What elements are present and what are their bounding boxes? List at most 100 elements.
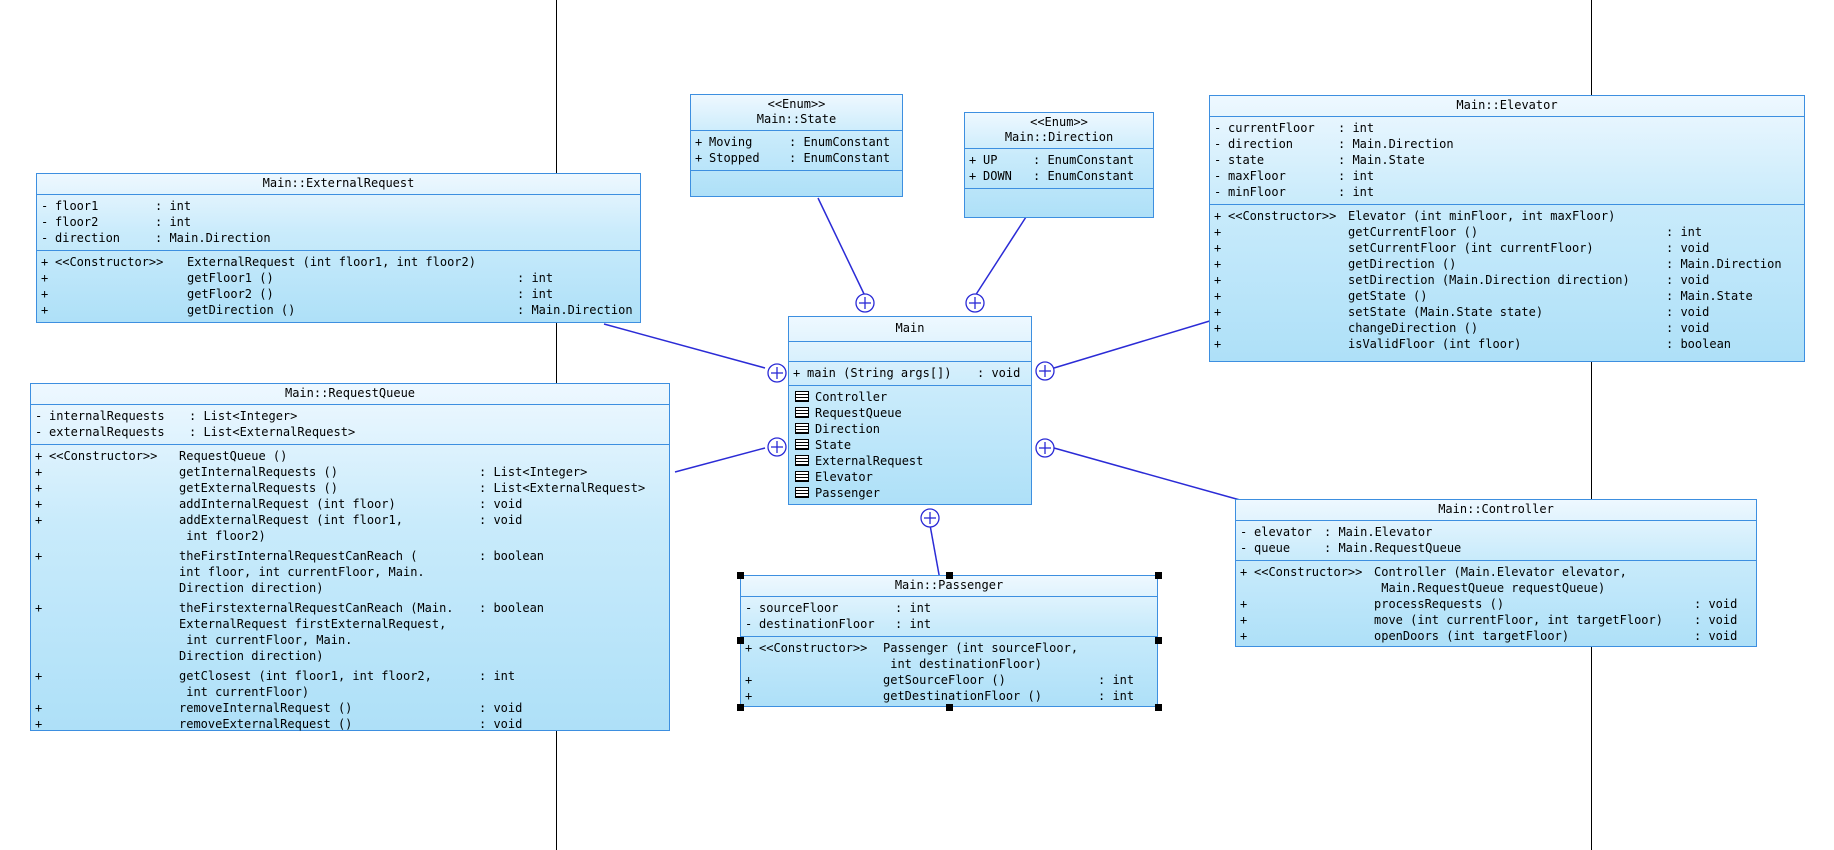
class-name: Main::ExternalRequest	[262, 176, 415, 190]
operation[interactable]: +main (String args[]): void	[793, 366, 1021, 380]
attribute[interactable]: -externalRequests: List<ExternalRequest>	[35, 425, 356, 439]
operation[interactable]: +setCurrentFloor (int currentFloor): voi…	[1214, 241, 1710, 255]
empty-section	[691, 171, 902, 192]
resize-handle-s[interactable]	[946, 704, 953, 711]
operation[interactable]: +getState (): Main.State	[1214, 289, 1753, 303]
operation[interactable]: +getCurrentFloor (): int	[1214, 225, 1703, 239]
resize-handle-ne[interactable]	[1155, 572, 1162, 579]
operation[interactable]: +openDoors (int targetFloor): void	[1240, 629, 1738, 643]
attribute[interactable]: -internalRequests: List<Integer>	[35, 409, 298, 423]
operation[interactable]: +setState (Main.State state): void	[1214, 305, 1710, 319]
attribute[interactable]: -sourceFloor: int	[745, 601, 932, 615]
attribute[interactable]: -state: Main.State	[1214, 153, 1425, 167]
class-header: Main::Controller	[1236, 500, 1756, 521]
attributes-section	[789, 342, 1031, 362]
nested-class-item[interactable]: Passenger	[789, 485, 1027, 501]
nested-class-item[interactable]: RequestQueue	[789, 405, 1027, 421]
operation[interactable]: +<<Constructor>>RequestQueue ()	[35, 449, 288, 463]
attributes-section: -currentFloor: int -direction: Main.Dire…	[1210, 117, 1804, 205]
attribute[interactable]: -floor2: int	[41, 215, 192, 229]
class-main[interactable]: Main +main (String args[]): void Control…	[788, 316, 1032, 505]
operation[interactable]: +isValidFloor (int floor): boolean	[1214, 337, 1732, 351]
nested-class-item[interactable]: ExternalRequest	[789, 453, 1027, 469]
operation[interactable]: +<<Constructor>>Passenger (int sourceFlo…	[745, 641, 1079, 671]
attribute[interactable]: -currentFloor: int	[1214, 121, 1375, 135]
nesting-anchor-passenger-icon	[920, 508, 940, 528]
connector-elevator	[1053, 319, 1214, 369]
class-elevator[interactable]: Main::Elevator -currentFloor: int -direc…	[1209, 95, 1805, 362]
operation[interactable]: +setDirection (Main.Direction direction)…	[1214, 273, 1710, 287]
operation[interactable]: +<<Constructor>>ExternalRequest (int flo…	[41, 255, 476, 269]
enum-literal[interactable]: +UP: EnumConstant	[969, 153, 1135, 167]
nested-class-icon	[795, 487, 809, 498]
class-request-queue[interactable]: Main::RequestQueue -internalRequests: Li…	[30, 383, 670, 731]
nested-class-item[interactable]: State	[789, 437, 1027, 453]
resize-handle-nw[interactable]	[737, 572, 744, 579]
operation[interactable]: +processRequests (): void	[1240, 597, 1738, 611]
attribute[interactable]: -direction: Main.Direction	[41, 231, 271, 245]
class-header: <<Enum>> Main::State	[691, 95, 902, 131]
class-name: Main::Direction	[1004, 130, 1114, 144]
attribute[interactable]: -direction: Main.Direction	[1214, 137, 1454, 151]
resize-handle-se[interactable]	[1155, 704, 1162, 711]
nesting-anchor-request-queue-icon	[767, 437, 787, 457]
connector-direction	[974, 216, 1027, 297]
operation[interactable]: +getDirection (): Main.Direction	[1214, 257, 1782, 271]
operations-section: +<<Constructor>>ExternalRequest (int flo…	[37, 251, 640, 322]
class-header: Main	[789, 317, 1031, 342]
operation[interactable]: +theFirstInternalRequestCanReach ( int f…	[35, 549, 545, 595]
empty-section	[965, 189, 1153, 210]
operation[interactable]: +<<Constructor>>Elevator (int minFloor, …	[1214, 209, 1616, 223]
operation[interactable]: +theFirstexternalRequestCanReach (Main. …	[35, 601, 545, 663]
operation[interactable]: +changeDirection (): void	[1214, 321, 1710, 335]
operation[interactable]: +getFloor1 (): int	[41, 271, 554, 285]
class-state[interactable]: <<Enum>> Main::State +Moving: EnumConsta…	[690, 94, 903, 197]
class-name: Main::State	[756, 112, 837, 126]
class-passenger[interactable]: Main::Passenger -sourceFloor: int -desti…	[740, 575, 1158, 707]
nesting-anchor-direction-icon	[965, 293, 985, 313]
class-name: Main::RequestQueue	[284, 386, 416, 400]
operation[interactable]: +addInternalRequest (int floor): void	[35, 497, 523, 511]
operation[interactable]: +getSourceFloor (): int	[745, 673, 1135, 687]
nesting-anchor-state-icon	[855, 293, 875, 313]
operation[interactable]: +getFloor2 (): int	[41, 287, 554, 301]
class-direction[interactable]: <<Enum>> Main::Direction +UP: EnumConsta…	[964, 112, 1154, 218]
attribute[interactable]: -elevator: Main.Elevator	[1240, 525, 1433, 539]
operation[interactable]: +removeExternalRequest (): void	[35, 717, 523, 731]
class-header: Main::ExternalRequest	[37, 174, 640, 195]
nested-class-item[interactable]: Controller	[789, 389, 1027, 405]
operation[interactable]: +removeInternalRequest (): void	[35, 701, 523, 715]
stereotype: <<Enum>>	[767, 97, 826, 111]
operation[interactable]: +getDirection (): Main.Direction	[41, 303, 633, 317]
operation[interactable]: +addExternalRequest (int floor1, int flo…	[35, 513, 523, 543]
operation[interactable]: +getExternalRequests (): List<ExternalRe…	[35, 481, 646, 495]
operation[interactable]: +move (int currentFloor, int targetFloor…	[1240, 613, 1738, 627]
operations-section: +main (String args[]): void	[789, 362, 1031, 386]
operation[interactable]: +getClosest (int floor1, int floor2, int…	[35, 669, 516, 699]
class-controller[interactable]: Main::Controller -elevator: Main.Elevato…	[1235, 499, 1757, 647]
operation[interactable]: +getDestinationFloor (): int	[745, 689, 1135, 703]
operation[interactable]: +getInternalRequests (): List<Integer>	[35, 465, 588, 479]
resize-handle-n[interactable]	[946, 572, 953, 579]
connector-passenger	[929, 524, 941, 581]
attribute[interactable]: -minFloor: int	[1214, 185, 1375, 199]
enum-literal[interactable]: +Stopped: EnumConstant	[695, 151, 891, 165]
operation[interactable]: +<<Constructor>>Controller (Main.Elevato…	[1240, 565, 1627, 595]
attribute[interactable]: -maxFloor: int	[1214, 169, 1375, 183]
nested-classes-section: Controller RequestQueue Direction State …	[789, 386, 1031, 505]
attribute[interactable]: -destinationFloor: int	[745, 617, 932, 631]
connector-request-queue	[674, 447, 766, 473]
attribute[interactable]: -floor1: int	[41, 199, 192, 213]
enum-literal[interactable]: +DOWN: EnumConstant	[969, 169, 1135, 183]
nested-class-item[interactable]: Direction	[789, 421, 1027, 437]
nesting-anchor-elevator-icon	[1035, 361, 1055, 381]
class-external-request[interactable]: Main::ExternalRequest -floor1: int -floo…	[36, 173, 641, 323]
resize-handle-e[interactable]	[1155, 637, 1162, 644]
resize-handle-sw[interactable]	[737, 704, 744, 711]
nested-class-item[interactable]: Elevator	[789, 469, 1027, 485]
resize-handle-w[interactable]	[737, 637, 744, 644]
enum-literal[interactable]: +Moving: EnumConstant	[695, 135, 891, 149]
attribute[interactable]: -queue: Main.RequestQueue	[1240, 541, 1462, 555]
